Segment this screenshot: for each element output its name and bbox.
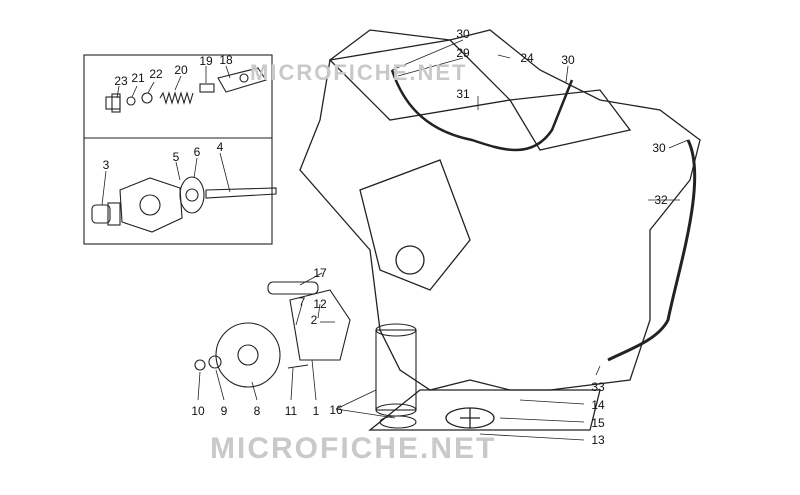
relief-valve-parts <box>105 67 267 113</box>
callout-29: 29 <box>456 46 470 60</box>
callout-23: 23 <box>114 74 128 88</box>
oil-line-head <box>390 69 574 152</box>
callout-30-top: 30 <box>456 27 470 41</box>
watermark-top: MICROFICHE.NET <box>250 60 468 85</box>
callout-30-right: 30 <box>561 53 575 67</box>
callout-3: 3 <box>102 158 110 172</box>
callout-19: 19 <box>199 54 213 68</box>
callout-18: 18 <box>219 53 233 67</box>
oil-pump-parts <box>91 176 277 233</box>
callout-2: 2 <box>310 313 318 327</box>
inset-frame <box>83 54 273 245</box>
callout-12: 12 <box>313 297 327 311</box>
callout-13: 13 <box>591 433 605 447</box>
callout-22: 22 <box>149 67 163 81</box>
pump-sprocket <box>194 281 351 388</box>
callout-9: 9 <box>220 404 228 418</box>
leader-lines <box>101 39 689 441</box>
callout-17: 17 <box>313 266 327 280</box>
engine-block <box>299 29 701 431</box>
callout-24: 24 <box>520 51 534 65</box>
oil-line-external <box>607 139 697 362</box>
callout-6: 6 <box>193 145 201 159</box>
callout-20: 20 <box>174 63 188 77</box>
callout-33: 33 <box>591 380 605 394</box>
callout-4: 4 <box>216 140 224 154</box>
oil-filter <box>375 323 417 429</box>
callout-11: 11 <box>284 404 298 418</box>
callout-21: 21 <box>131 71 145 85</box>
callout-1: 1 <box>312 404 320 418</box>
callout-5: 5 <box>172 150 180 164</box>
callout-10: 10 <box>191 404 205 418</box>
callout-7: 7 <box>298 295 306 309</box>
callout-8: 8 <box>253 404 261 418</box>
callout-16: 16 <box>329 403 343 417</box>
callout-30-line: 30 <box>652 141 666 155</box>
callout-15: 15 <box>591 416 605 430</box>
callout-32: 32 <box>654 193 668 207</box>
callout-31: 31 <box>456 87 470 101</box>
callout-14: 14 <box>591 398 605 412</box>
watermark-bottom: MICROFICHE.NET <box>210 432 497 465</box>
